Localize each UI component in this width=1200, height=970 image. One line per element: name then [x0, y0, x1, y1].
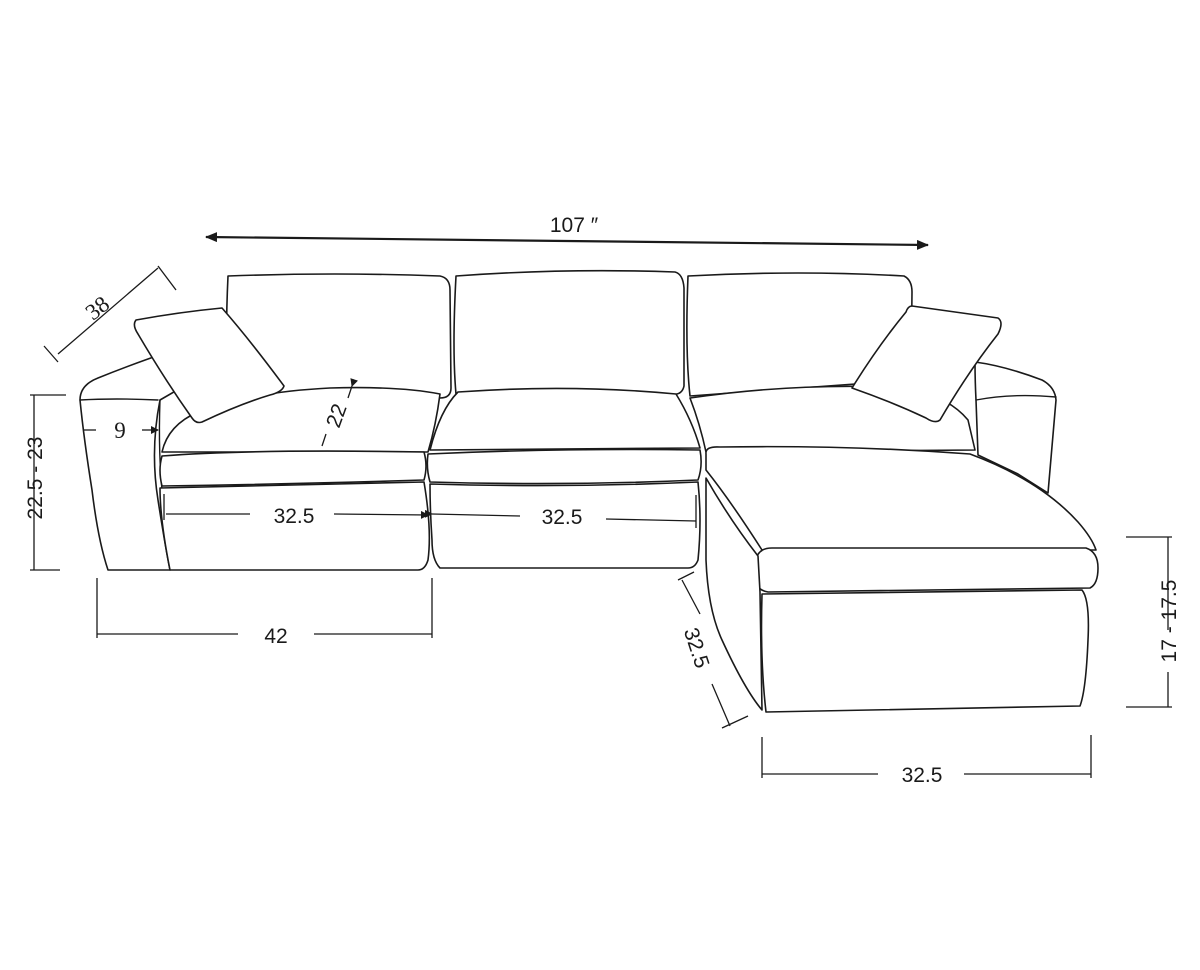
back-cushion-right	[686, 272, 913, 397]
label-left-section-width: 42	[264, 625, 287, 648]
seat-front-left	[159, 450, 427, 487]
label-height: 22.5 - 23	[24, 437, 47, 520]
base-middle	[429, 481, 701, 569]
seat-cushion-middle	[429, 387, 701, 451]
chaise-front-cushion	[754, 547, 1099, 593]
pillow-right	[851, 305, 1002, 423]
label-seat-width-middle: 32.5	[542, 506, 583, 529]
left-arm	[79, 351, 199, 571]
pillow-left	[133, 307, 285, 424]
dimension-lines	[30, 232, 1172, 778]
sofa-illustration	[79, 269, 1099, 713]
chaise-base	[760, 589, 1090, 713]
back-cushion-middle	[453, 269, 685, 396]
chaise-cushion	[705, 445, 1097, 551]
label-overall-width: 107 ″	[550, 214, 599, 237]
label-arm-width: 9	[114, 418, 126, 443]
label-seat-width-left: 32.5	[274, 505, 315, 528]
chaise-side	[705, 477, 763, 711]
label-chaise-length: 32.5	[679, 625, 714, 671]
base-left	[159, 481, 431, 571]
label-seat-height: 17 - 17.5	[1158, 580, 1181, 663]
label-depth: 38	[81, 291, 115, 325]
right-arm	[974, 361, 1057, 494]
seat-front-middle	[426, 448, 702, 485]
label-chaise-width: 32.5	[902, 764, 943, 787]
